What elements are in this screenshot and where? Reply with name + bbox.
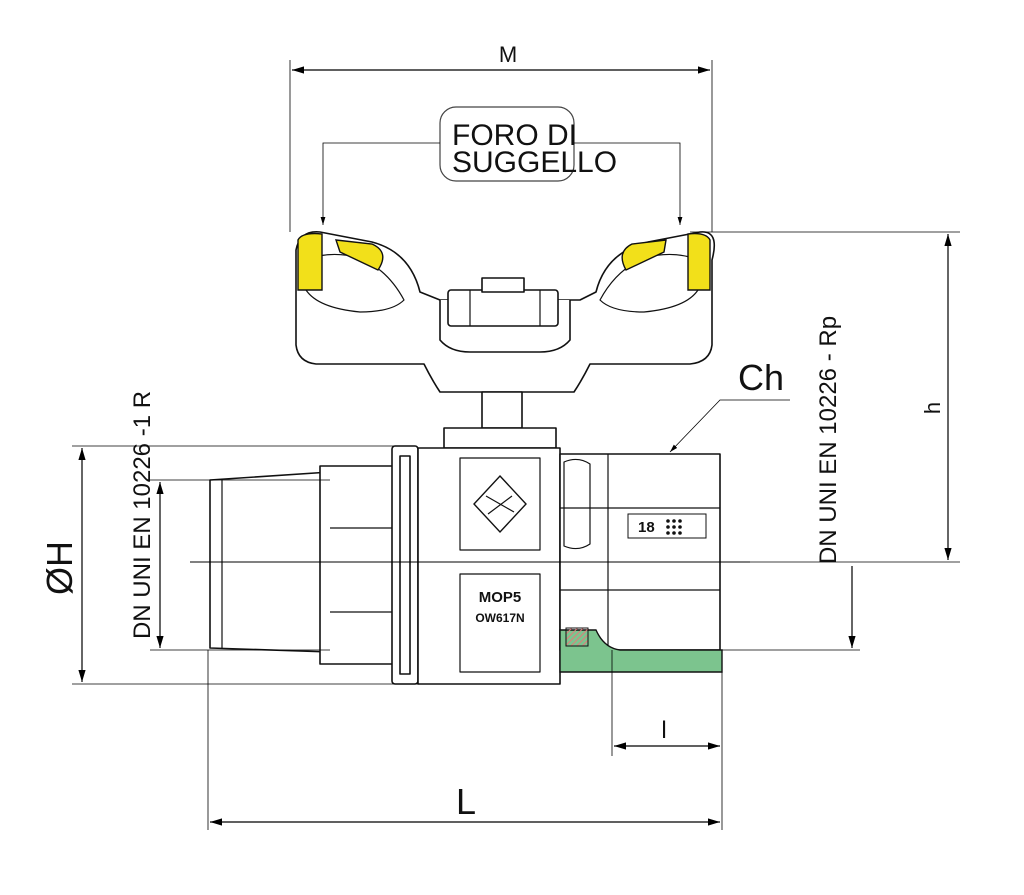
label-dn-r: DN UNI EN 10226 -1 R: [129, 391, 156, 639]
label-l-small: l: [661, 717, 666, 744]
label-diam-h: ØH: [39, 541, 80, 595]
dimension-dn-r: DN UNI EN 10226 -1 R: [129, 391, 330, 651]
label-ch: Ch: [738, 357, 784, 398]
dimension-l-big: L: [207, 650, 720, 830]
dimension-diam-h: ØH: [39, 445, 420, 685]
label-foro-line1: FORO DI: [452, 119, 577, 152]
label-h: h: [920, 402, 945, 414]
dimension-dn-rp: DN UNI EN 10226 - Rp: [722, 316, 860, 651]
mop-marking: MOP5: [479, 589, 522, 606]
valve-manufacturer-logo-icon: [473, 474, 527, 534]
code-marking: OW617N: [475, 611, 524, 625]
valve-body: [190, 445, 750, 685]
dimension-m: M: [289, 42, 713, 232]
butterfly-handle: [295, 231, 716, 449]
size-marking: 18: [627, 513, 707, 539]
label-dn-rp: DN UNI EN 10226 - Rp: [815, 316, 842, 564]
size-marking-text: 18: [638, 519, 655, 536]
seal-hole-callout: FORO DI SUGGELLO: [320, 106, 683, 225]
dimension-l-small: l: [611, 650, 723, 830]
dimension-ch: Ch: [669, 357, 790, 453]
label-foro-line2: SUGGELLO: [452, 146, 617, 179]
label-l-big: L: [456, 781, 476, 822]
label-m: M: [499, 42, 517, 67]
triple-dot-marking-icon: [666, 519, 682, 535]
dimension-h: h: [690, 231, 960, 563]
